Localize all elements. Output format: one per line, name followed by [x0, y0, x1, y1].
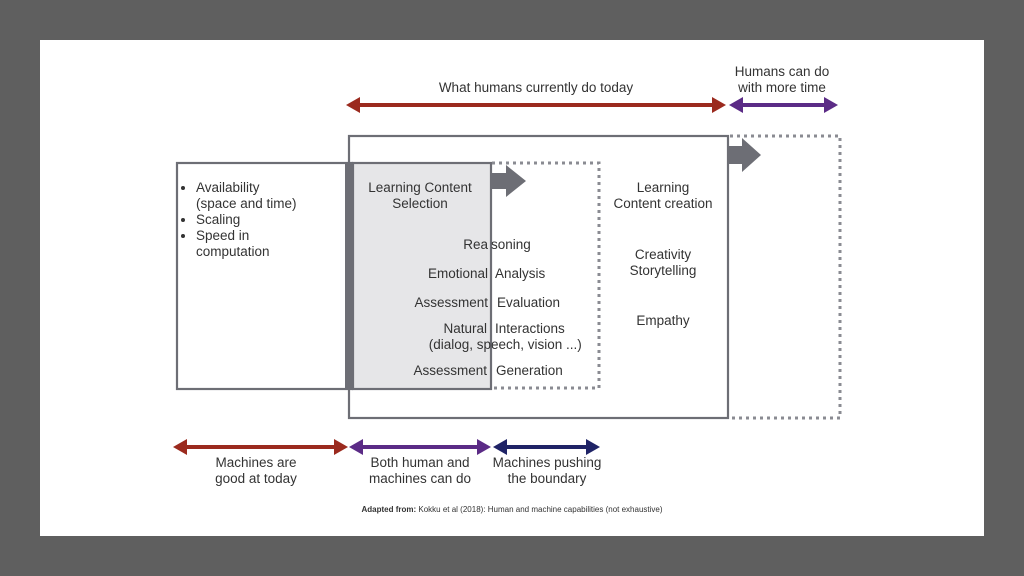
label-machines-today-1: Machines are [215, 455, 297, 470]
middle-item-left: Rea [463, 237, 488, 252]
middle-item-right: Generation [496, 363, 563, 378]
label-humans-future-1: Humans can do [734, 64, 830, 79]
expand-arrow-human [729, 138, 761, 172]
label-machines-today-2: good at today [215, 471, 297, 486]
arrow-both-can-do [349, 439, 491, 455]
middle-item-right: Analysis [495, 266, 546, 281]
label-pushing-2: the boundary [507, 471, 587, 486]
both-title-1: Learning Content [368, 180, 472, 195]
label-humans-today: What humans currently do today [438, 80, 634, 95]
arrow-humans-today [346, 97, 726, 113]
middle-item-right: Evaluation [497, 295, 561, 310]
machine-box [175, 161, 354, 391]
list-item: Availability(space and time) [196, 180, 297, 212]
middle-item-left: Assessment [414, 295, 488, 310]
arrow-machines-today [173, 439, 348, 455]
human-item-2a: Creativity [634, 247, 692, 262]
middle-item-left: (dialog, sp [428, 337, 491, 352]
label-humans-future-2: with more time [738, 80, 826, 95]
pushing-dotted-box [492, 161, 601, 390]
list-item: Scaling [196, 212, 297, 228]
caption-bold: Adapted from: [361, 505, 417, 514]
arrow-machines-pushing [493, 439, 600, 455]
middle-item-left: Emotional [427, 266, 488, 281]
future-dotted-box [730, 134, 842, 420]
middle-item-right: Interactions [495, 321, 565, 336]
both-box [351, 161, 493, 391]
source-caption: Adapted from: Kokku et al (2018): Human … [0, 505, 1024, 514]
label-both-2: machines can do [368, 471, 472, 486]
middle-item-right: soning [491, 237, 531, 252]
human-item-1b: Content creation [613, 196, 713, 211]
machine-capabilities-list: Availability(space and time) Scaling Spe… [178, 180, 297, 260]
middle-item-left: Assessment [413, 363, 487, 378]
human-item-2b: Storytelling [629, 263, 697, 278]
middle-item-left: Natural [443, 321, 487, 336]
arrow-humans-future [729, 97, 838, 113]
label-pushing-1: Machines pushing [492, 455, 602, 470]
human-item-1a: Learning [636, 180, 690, 195]
label-both-1: Both human and [370, 455, 470, 470]
caption-text: Kokku et al (2018): Human and machine ca… [416, 505, 663, 514]
both-title-2: Selection [392, 196, 448, 211]
middle-item-right: eech, vision ...) [491, 337, 582, 352]
boundary-bar [345, 163, 354, 389]
human-item-3: Empathy [636, 313, 690, 328]
expand-arrow-both [491, 165, 526, 197]
